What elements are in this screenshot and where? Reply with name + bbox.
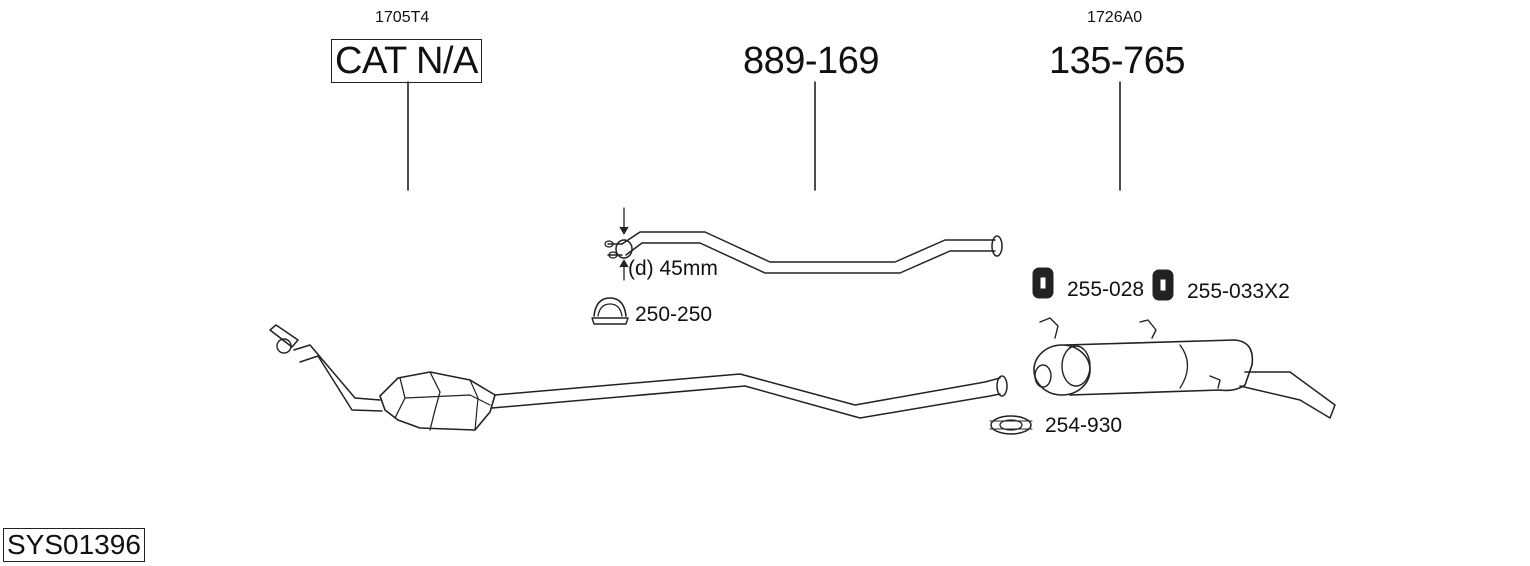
part-ref-1726A0: 1726A0 — [1087, 9, 1143, 26]
clamp-254-930-icon — [989, 415, 1033, 435]
diameter-arrows — [619, 207, 629, 281]
clamp-250-250-icon — [591, 297, 629, 325]
rubber-mount-255-033X2-icon — [1152, 269, 1174, 301]
rear-silencer-135-765 — [1033, 317, 1336, 419]
rubber-mount-255-028-icon — [1032, 267, 1054, 299]
rubber-mount-255-028-label: 255-028 — [1067, 278, 1145, 301]
part-label-cat-na: CAT N/A — [331, 39, 482, 83]
diameter-note: (d) 45mm — [628, 257, 718, 280]
clamp-250-250-label: 250-250 — [635, 303, 713, 326]
part-label-889-169: 889-169 — [743, 40, 879, 82]
clamp-254-930-label: 254-930 — [1045, 414, 1123, 437]
front-pipe-with-catalyst — [269, 324, 1008, 431]
part-ref-1705T4: 1705T4 — [375, 9, 430, 26]
part-label-135-765: 135-765 — [1049, 40, 1185, 82]
system-code: SYS01396 — [3, 528, 145, 562]
rubber-mount-255-033X2-label: 255-033X2 — [1187, 280, 1290, 303]
middle-pipe-889-169 — [604, 231, 1003, 274]
